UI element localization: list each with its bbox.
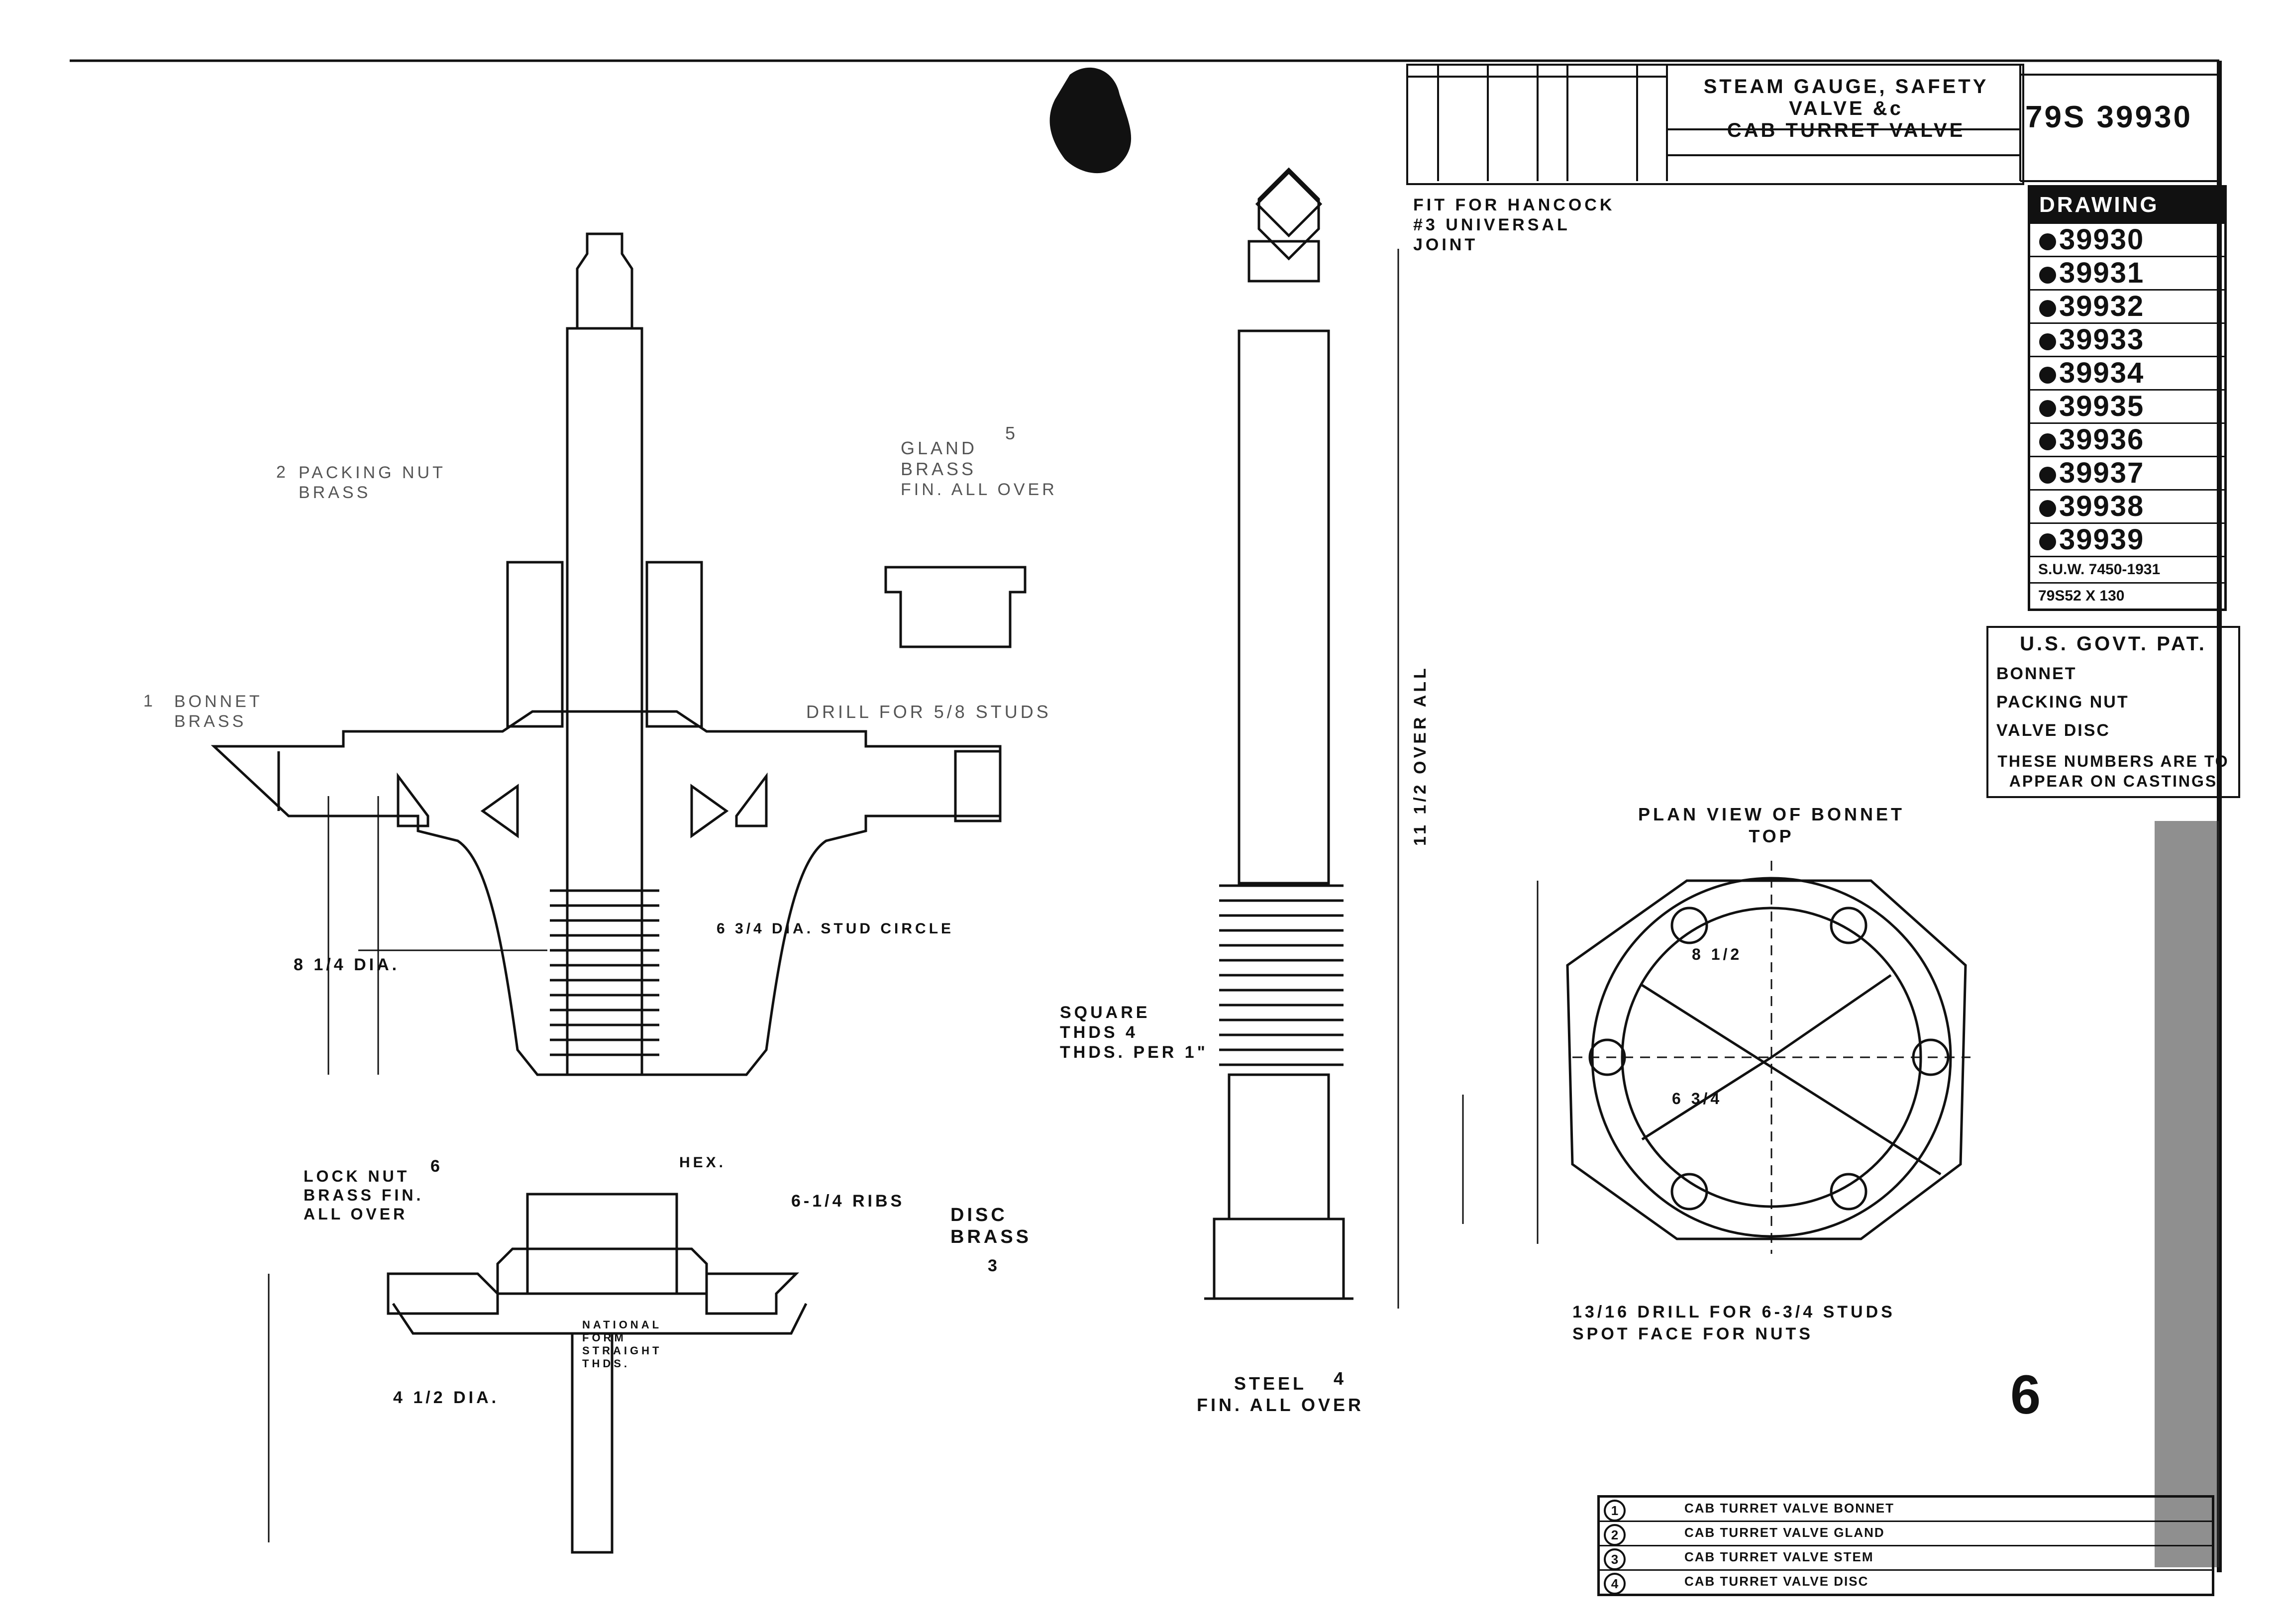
parts-list: 1 CAB TURRET VALVE BONNET 2 CAB TURRET V… <box>1597 1495 2214 1596</box>
part-number: 4 <box>1604 1573 1626 1595</box>
packing-item-number: 2 <box>276 463 289 482</box>
gland-part <box>884 566 1027 648</box>
part-description: CAB TURRET VALVE GLAND <box>1684 1525 1885 1540</box>
title-block: STEAM GAUGE, SAFETY VALVE &c CAB TURRET … <box>1406 64 2024 185</box>
stem-part <box>1204 167 1353 1300</box>
title-line-1: STEAM GAUGE, SAFETY VALVE &c <box>1703 76 1989 119</box>
plan-view-bonnet <box>1566 861 1970 1254</box>
gland-item-number: 5 <box>1005 423 1019 443</box>
drawing-note: S.U.W. 7450-1931 <box>2030 556 2224 582</box>
parts-row: 4 CAB TURRET VALVE DISC <box>1600 1569 2212 1595</box>
plan-view-title: PLAN VIEW OF BONNET TOP <box>1638 804 1905 846</box>
steel-fin-label: FIN. ALL OVER <box>1197 1395 1364 1415</box>
lock-nut-disc <box>387 1193 808 1554</box>
gland-label: GLAND BRASS <box>901 438 978 479</box>
drawing-row: 39937 <box>2030 456 2224 489</box>
over-all-label: 11 1/2 OVER ALL <box>1411 665 1430 846</box>
bonnet-section <box>210 232 1002 1076</box>
drawing-table: DRAWING 39930 39931 39932 39933 39934 39… <box>2028 185 2227 611</box>
bonnet-item-number: 1 <box>143 692 156 710</box>
drawing-note: 79S52 X 130 <box>2030 582 2224 609</box>
parts-row: 1 CAB TURRET VALVE BONNET <box>1600 1498 2212 1522</box>
dimension-lines <box>268 249 1539 1542</box>
drawing-title: STEAM GAUGE, SAFETY VALVE &c CAB TURRET … <box>1672 76 2020 141</box>
packing-nut-label: PACKING NUT BRASS <box>299 463 446 502</box>
drawing-row: 39936 <box>2030 422 2224 456</box>
square-threads-label: SQUARE THDS 4 THDS. PER 1" <box>1060 1003 1208 1062</box>
bonnet-label: BONNET BRASS <box>174 692 263 731</box>
dia-8-label: 8 1/4 DIA. <box>294 955 400 974</box>
drawing-row: 39932 <box>2030 289 2224 322</box>
ribs-label: 6-1/4 RIBS <box>791 1192 905 1211</box>
lock-nut-label: LOCK NUT BRASS FIN. ALL OVER <box>304 1167 424 1223</box>
part-description: CAB TURRET VALVE BONNET <box>1684 1501 1895 1516</box>
drawing-table-header: DRAWING <box>2030 188 2224 222</box>
patent-footer: THESE NUMBERS ARE TO APPEAR ON CASTINGS <box>1997 752 2229 790</box>
drill-note-label: 13/16 DRILL FOR 6-3/4 STUDS SPOT FACE FO… <box>1572 1303 1895 1343</box>
drawing-row: 39939 <box>2030 522 2224 556</box>
steel-label: STEEL <box>1234 1373 1307 1394</box>
disc-item-number: 3 <box>988 1256 1000 1275</box>
part-number: 1 <box>1604 1500 1626 1522</box>
hex-label: HEX. <box>679 1154 726 1171</box>
drawing-row: 39930 <box>2030 222 2224 256</box>
bonnet-threads <box>550 889 659 1056</box>
fit-hancock-label: FIT FOR HANCOCK #3 UNIVERSAL JOINT <box>1413 196 1615 254</box>
dia-4-label: 4 1/2 DIA. <box>393 1388 500 1407</box>
plan-dia-small: 6 3/4 <box>1672 1090 1723 1108</box>
parts-row: 2 CAB TURRET VALVE GLAND <box>1600 1521 2212 1546</box>
parts-row: 3 CAB TURRET VALVE STEM <box>1600 1545 2212 1570</box>
ink-blot <box>1049 67 1132 174</box>
patent-item: BONNET <box>1996 664 2077 683</box>
title-block-grid <box>1406 64 2219 182</box>
title-line-2: CAB TURRET VALVE <box>1727 119 1966 141</box>
drawing-row: 39933 <box>2030 322 2224 356</box>
patent-item: PACKING NUT <box>1996 693 2129 711</box>
part-description: CAB TURRET VALVE DISC <box>1684 1574 1869 1589</box>
disc-label: DISC BRASS <box>950 1205 1032 1247</box>
drawing-row: 39938 <box>2030 489 2224 522</box>
gland-fin-label: FIN. ALL OVER <box>901 480 1057 499</box>
part-description: CAB TURRET VALVE STEM <box>1684 1549 1874 1564</box>
part-number: 2 <box>1604 1524 1626 1546</box>
plan-dia-big: 8 1/2 <box>1692 945 1743 963</box>
drill-studs-label: DRILL FOR 5/8 STUDS <box>806 702 1051 722</box>
drawing-row: 39934 <box>2030 356 2224 389</box>
lock-item-number: 6 <box>430 1157 443 1176</box>
drawing-number: 79S 39930 <box>2025 100 2192 134</box>
patent-box: U.S. GOVT. PAT. BONNET PACKING NUT VALVE… <box>1986 626 2240 798</box>
sheet-mark: 6 <box>2010 1364 2044 1425</box>
steel-item-number: 4 <box>1334 1368 1347 1389</box>
national-form-label: NATIONAL FORM STRAIGHT THDS. <box>582 1319 662 1370</box>
stud-circle-label: 6 3/4 DIA. STUD CIRCLE <box>717 920 954 937</box>
patent-item: VALVE DISC <box>1996 721 2110 740</box>
part-number: 3 <box>1604 1548 1626 1570</box>
drawing-row: 39931 <box>2030 256 2224 289</box>
drawing-row: 39935 <box>2030 389 2224 422</box>
worn-edge-shading <box>2155 821 2219 1567</box>
patent-heading: U.S. GOVT. PAT. <box>2020 633 2207 655</box>
